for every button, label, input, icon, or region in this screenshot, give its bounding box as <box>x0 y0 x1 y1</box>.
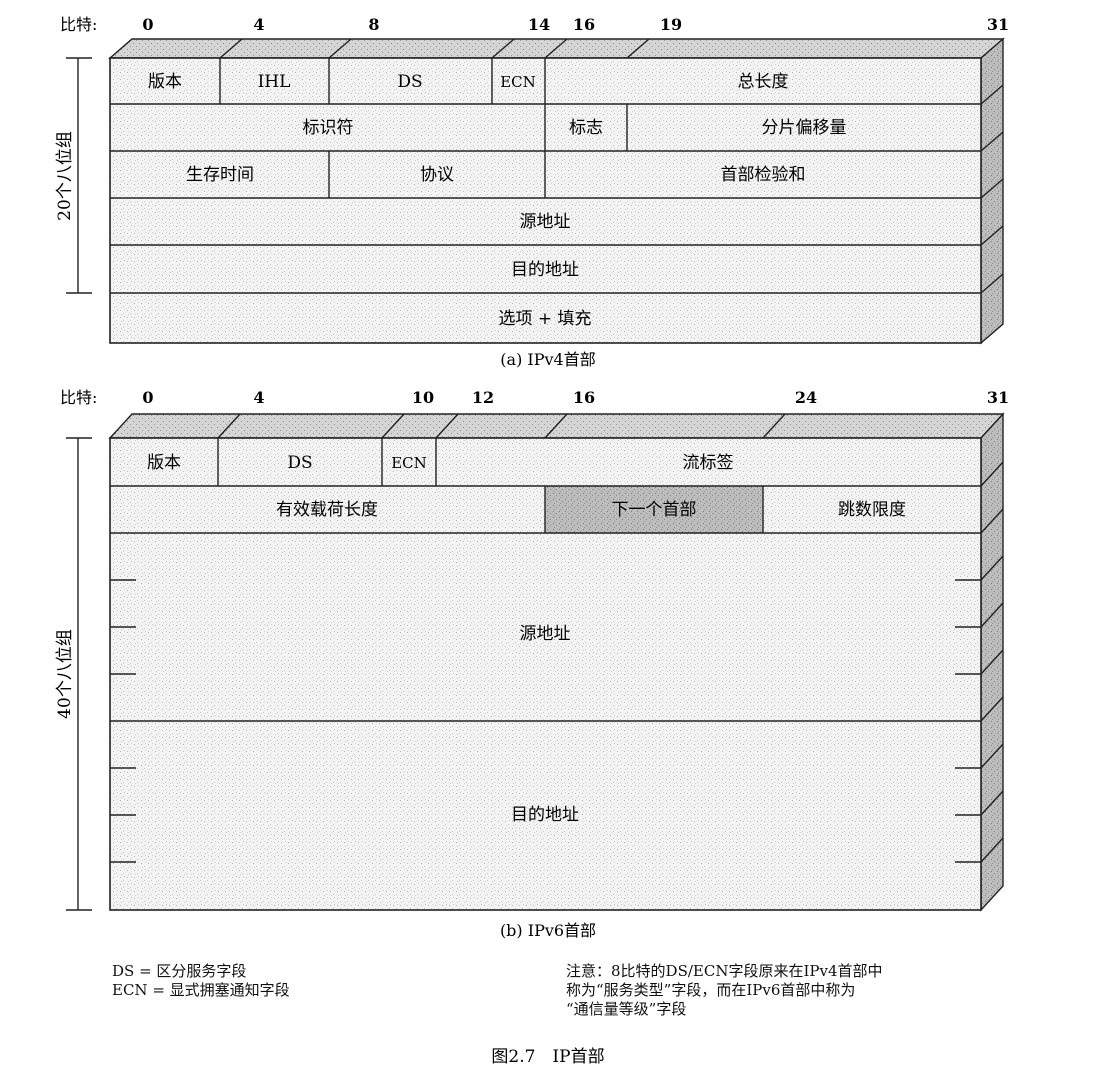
ipv6-size-bracket <box>66 437 92 911</box>
footnote-line: 称为“服务类型”字段，而在IPv6首部中称为 <box>566 981 856 999</box>
ipv6-word-ticks <box>110 579 981 863</box>
ipv4-field-version: 版本 <box>148 72 182 92</box>
ipv6-bit-tick: 12 <box>472 388 494 407</box>
footnote: 注意：8比特的DS/ECN字段原来在IPv4首部中 称为“服务类型”字段，而在I… <box>566 962 883 1019</box>
ipv6-field-next-header: 下一个首部 <box>612 500 697 520</box>
ipv4-bit-tick: 8 <box>368 15 379 34</box>
ipv6-bit-tick: 24 <box>795 388 817 407</box>
ipv6-bit-tick: 4 <box>253 388 264 407</box>
ipv4-bit-label: 比特: <box>60 15 97 34</box>
ipv6-next-header-shade <box>545 486 763 533</box>
ipv4-field-total-length: 总长度 <box>738 72 789 92</box>
ipv6-bit-tick: 10 <box>412 388 434 407</box>
ipv4-bit-tick: 14 <box>528 15 550 34</box>
ipv6-bit-ticks: 0 4 10 12 16 24 31 <box>142 388 1009 407</box>
ipv6-field-destination-address: 目的地址 <box>511 805 579 825</box>
ipv4-field-options: 选项 + 填充 <box>498 309 591 329</box>
ipv6-field-source-address: 源地址 <box>520 624 571 644</box>
ipv4-field-ttl: 生存时间 <box>186 165 254 185</box>
ipv4-field-protocol: 协议 <box>420 165 454 185</box>
ipv4-field-destination-address: 目的地址 <box>511 260 579 280</box>
legend-ecn: ECN = 显式拥塞通知字段 <box>112 981 290 999</box>
ipv6-size-label: 40个八位组 <box>55 629 75 719</box>
ipv4-field-ds: DS <box>397 72 422 92</box>
ipv6-bit-tick: 0 <box>142 388 153 407</box>
ipv6-field-flow-label: 流标签 <box>683 453 734 473</box>
footnote-line: 注意：8比特的DS/ECN字段原来在IPv4首部中 <box>566 962 883 980</box>
figure-caption: 图2.7 IP首部 <box>491 1047 604 1067</box>
ipv4-field-ecn: ECN <box>500 73 536 91</box>
ipv4-field-identification: 标识符 <box>303 118 354 138</box>
ipv4-bit-tick: 0 <box>142 15 153 34</box>
ipv4-bit-tick: 19 <box>660 15 682 34</box>
ipv4-field-checksum: 首部检验和 <box>721 165 806 185</box>
ipv4-bit-tick: 31 <box>987 15 1009 34</box>
ipv6-header: 比特: 0 4 10 12 16 24 31 <box>55 388 1009 940</box>
ipv4-field-ihl: IHL <box>258 72 291 92</box>
ipv4-field-flags: 标志 <box>569 118 603 138</box>
ipv4-bit-tick: 16 <box>573 15 595 34</box>
ipv6-field-ds: DS <box>287 453 312 473</box>
ipv6-bit-tick: 16 <box>573 388 595 407</box>
ipv4-size-label: 20个八位组 <box>55 131 75 221</box>
legend: DS = 区分服务字段 ECN = 显式拥塞通知字段 <box>112 962 290 1000</box>
ipv4-caption: (a) IPv4首部 <box>500 350 595 369</box>
ipv6-bit-label: 比特: <box>60 388 97 407</box>
ipv6-field-version: 版本 <box>147 453 181 473</box>
ipv4-bit-tick: 4 <box>253 15 264 34</box>
ipv4-header: 比特: 0 4 8 14 16 19 31 <box>55 15 1009 369</box>
ipv4-field-fragment-offset: 分片偏移量 <box>762 118 847 138</box>
ipv4-side-face <box>980 37 1004 345</box>
ipv4-field-source-address: 源地址 <box>520 212 571 232</box>
ipv6-field-hop-limit: 跳数限度 <box>838 500 906 520</box>
ipv4-bit-ticks: 0 4 8 14 16 19 31 <box>142 15 1009 34</box>
ipv6-field-payload-length: 有效载荷长度 <box>276 500 378 520</box>
ipv6-bit-tick: 31 <box>987 388 1009 407</box>
ipv6-caption: (b) IPv6首部 <box>500 921 596 940</box>
legend-ds: DS = 区分服务字段 <box>112 962 247 980</box>
ipv6-field-ecn: ECN <box>391 454 427 472</box>
ipv4-size-bracket <box>66 57 92 294</box>
footnote-line: “通信量等级”字段 <box>566 1000 687 1018</box>
